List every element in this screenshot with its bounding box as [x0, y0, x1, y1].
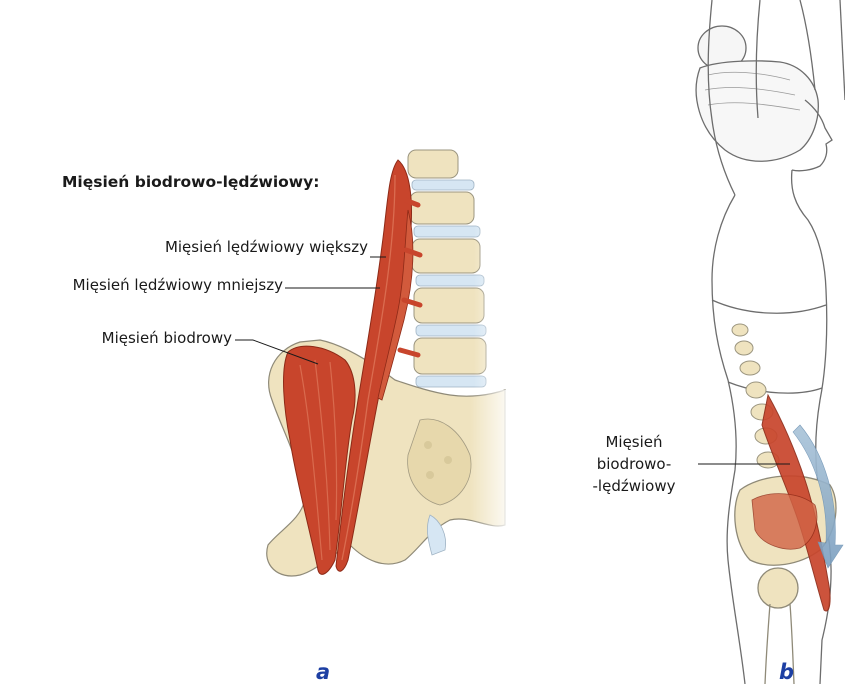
panel-a-title: Mięsień biodrowo-lędźwiowy:: [62, 173, 319, 192]
label-psoas-major: Mięsień lędźwiowy większy: [165, 238, 368, 257]
lumbar-spine: [408, 150, 514, 390]
label-iliopsoas-line-1: Mięsień: [578, 431, 690, 453]
label-iliopsoas-side: Mięsień biodrowo- -lędźwiowy: [578, 431, 690, 497]
label-iliopsoas-line-3: -lędźwiowy: [578, 475, 690, 497]
panel-letter-b: b: [779, 660, 794, 684]
label-psoas-minor: Mięsień lędźwiowy mniejszy: [73, 276, 283, 295]
label-iliacus: Mięsień biodrowy: [102, 329, 232, 348]
panel-a-illustration: [267, 150, 515, 590]
label-iliopsoas-line-2: biodrowo-: [578, 453, 690, 475]
panel-letter-a: a: [316, 660, 330, 684]
